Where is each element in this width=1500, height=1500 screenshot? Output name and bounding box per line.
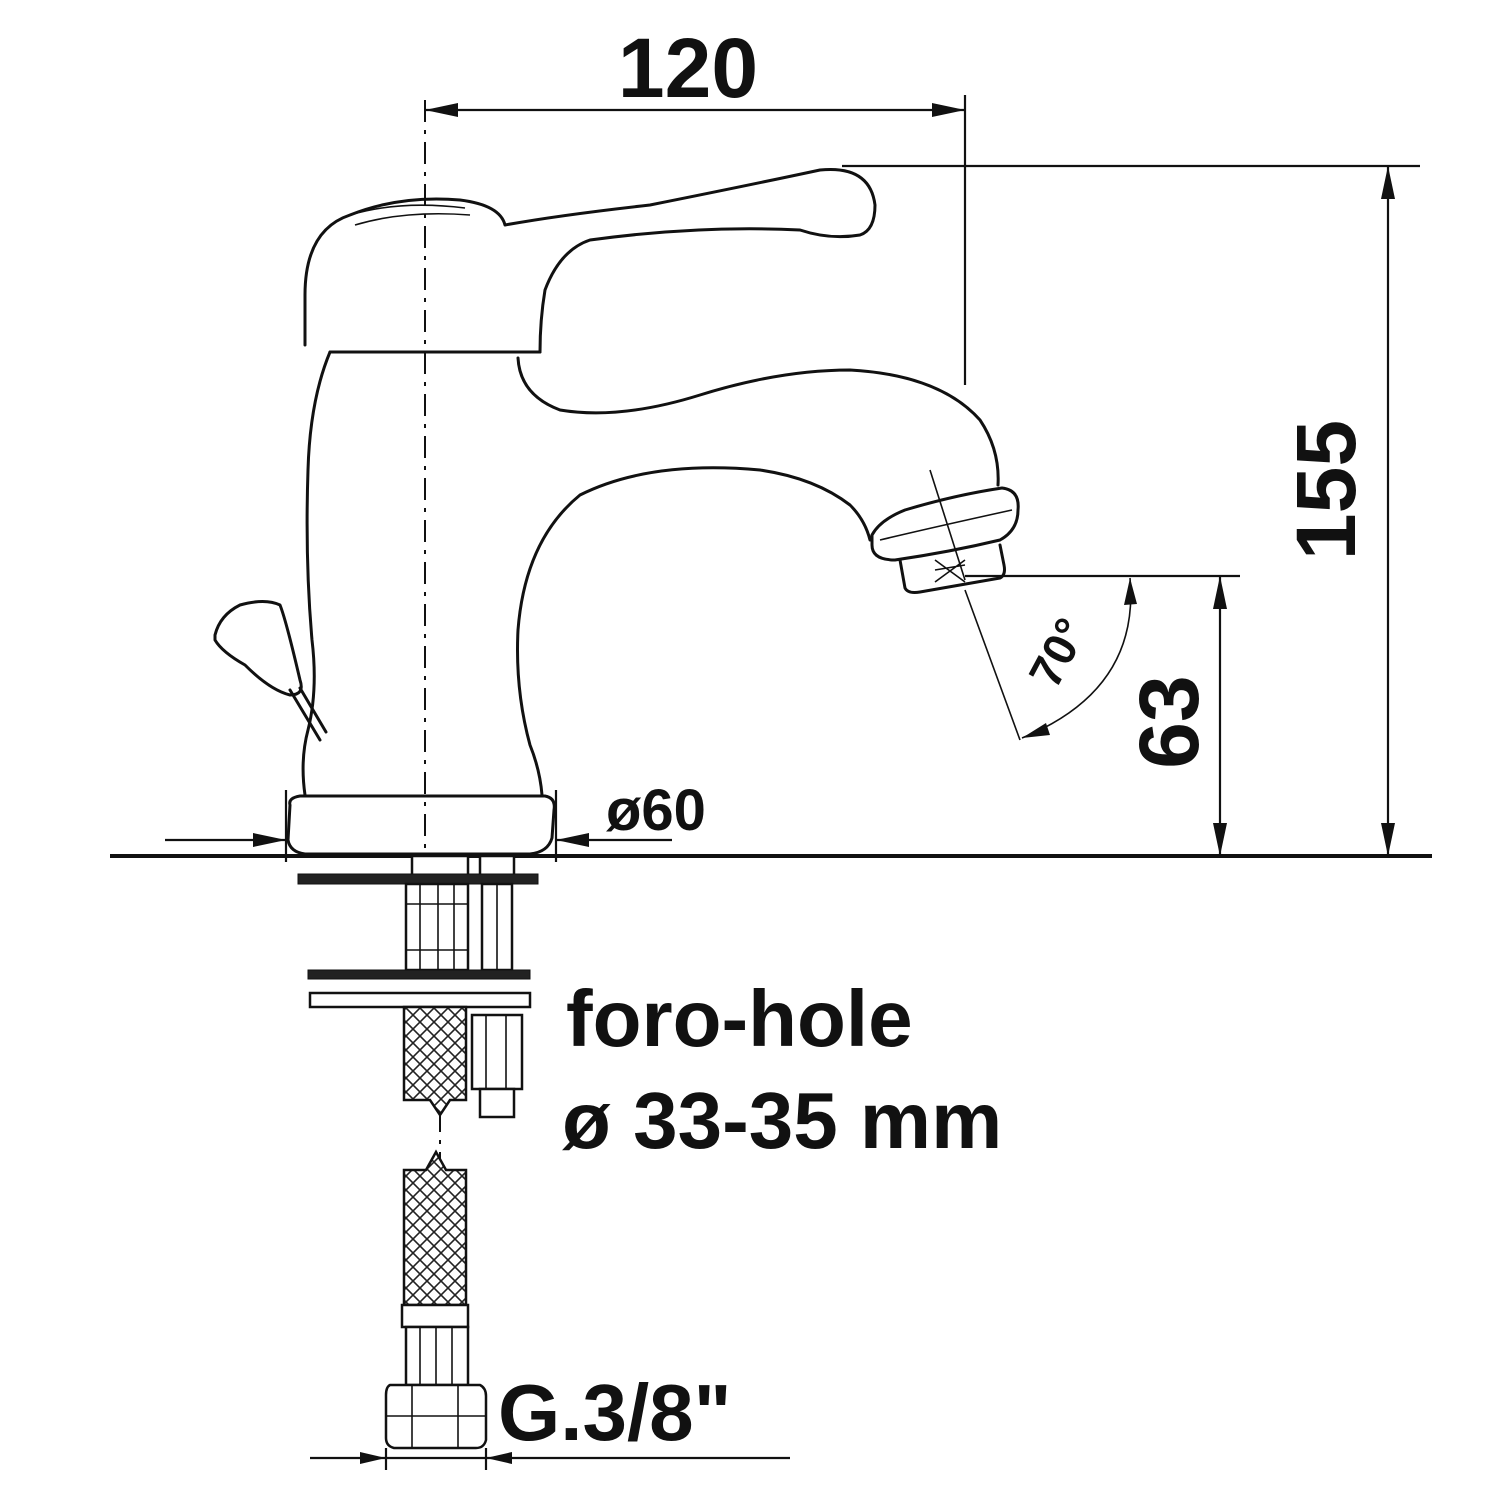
dimension-width: 120 (425, 21, 967, 385)
faucet-body (213, 167, 1020, 856)
dimension-height: 155 (842, 164, 1420, 856)
base-diameter-label: ø60 (606, 778, 706, 843)
hole-label-line1: foro-hole (566, 974, 913, 1063)
height-label: 155 (1279, 420, 1373, 560)
spray-angle-label: 70° (1019, 610, 1098, 696)
width-label: 120 (618, 21, 758, 115)
dimension-base-diameter: ø60 (165, 778, 706, 862)
under-counter-assembly (297, 854, 790, 1470)
spout-height-label: 63 (1122, 675, 1216, 768)
connection-label: G.3/8" (498, 1368, 732, 1457)
hole-label-line2: ø 33-35 mm (562, 1076, 1002, 1165)
spray-angle: 70° (929, 469, 1137, 741)
dimension-spout-height: 63 (965, 574, 1240, 856)
